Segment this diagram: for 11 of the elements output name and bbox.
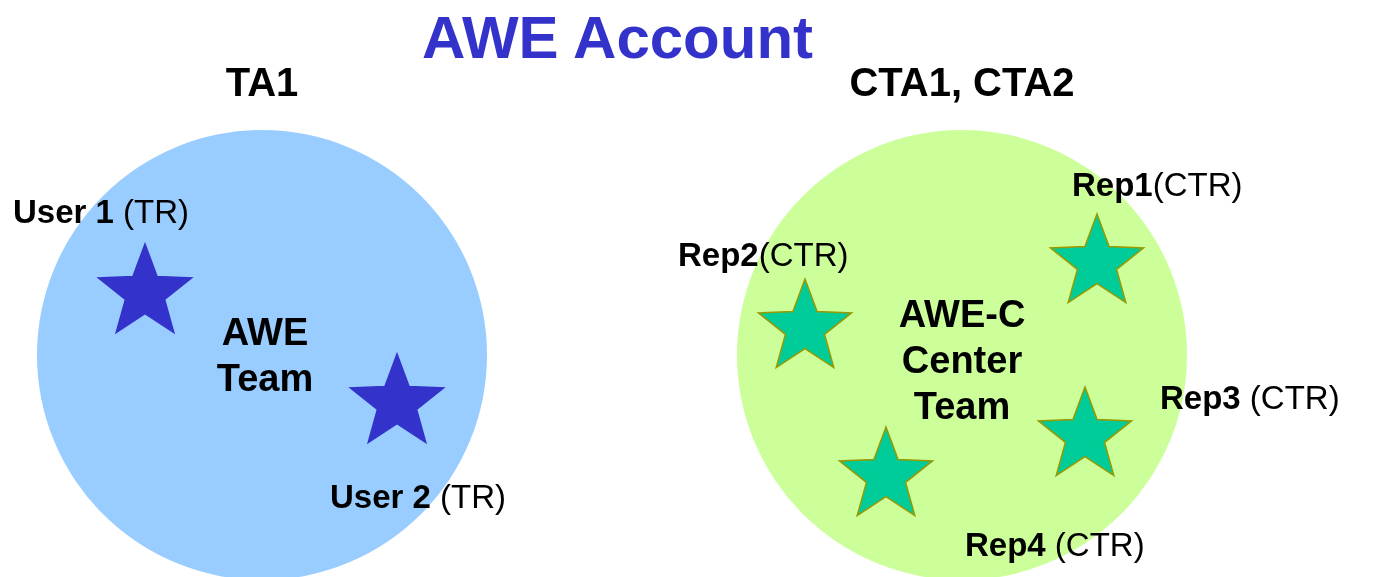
group-heading: TA1 <box>224 59 300 106</box>
group-name: AWE-C Center Team <box>897 292 1027 429</box>
member-label: Rep3 (CTR) <box>1160 379 1340 417</box>
member-label: Rep1(CTR) <box>1072 166 1243 204</box>
member-label: User 1 (TR) <box>13 193 190 231</box>
member-label: Rep2(CTR) <box>678 236 849 274</box>
group-heading: CTA1, CTA2 <box>848 59 1076 106</box>
member-label: Rep4 (CTR) <box>965 526 1145 564</box>
member-label: User 2 (TR) <box>330 478 507 516</box>
title: AWE Account <box>420 3 815 73</box>
group-name: AWE Team <box>215 310 315 401</box>
